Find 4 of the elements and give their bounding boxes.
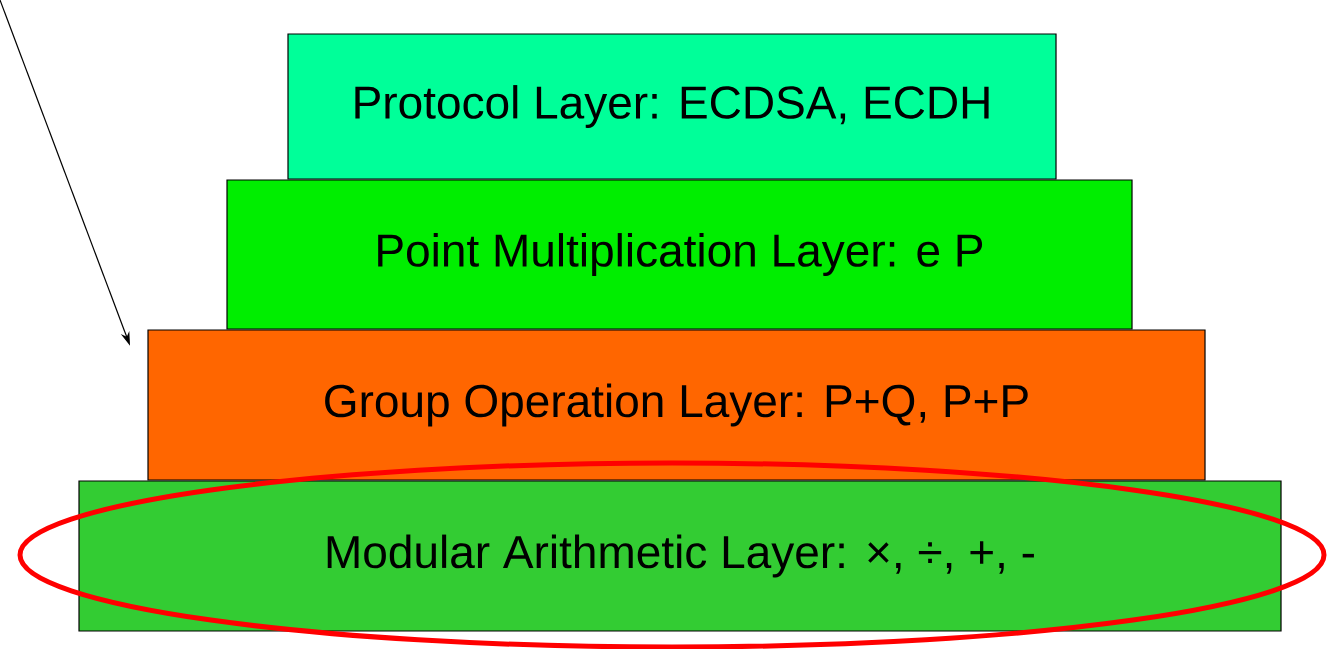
layer-box: Protocol Layer: ECDSA, ECDH xyxy=(287,33,1057,180)
layer-box: Modular Arithmetic Layer: ×, ÷, +, - xyxy=(78,480,1282,632)
layer-box: Group Operation Layer: P+Q, P+P xyxy=(147,329,1206,481)
layer-box: Point Multiplication Layer: e P xyxy=(226,179,1133,330)
